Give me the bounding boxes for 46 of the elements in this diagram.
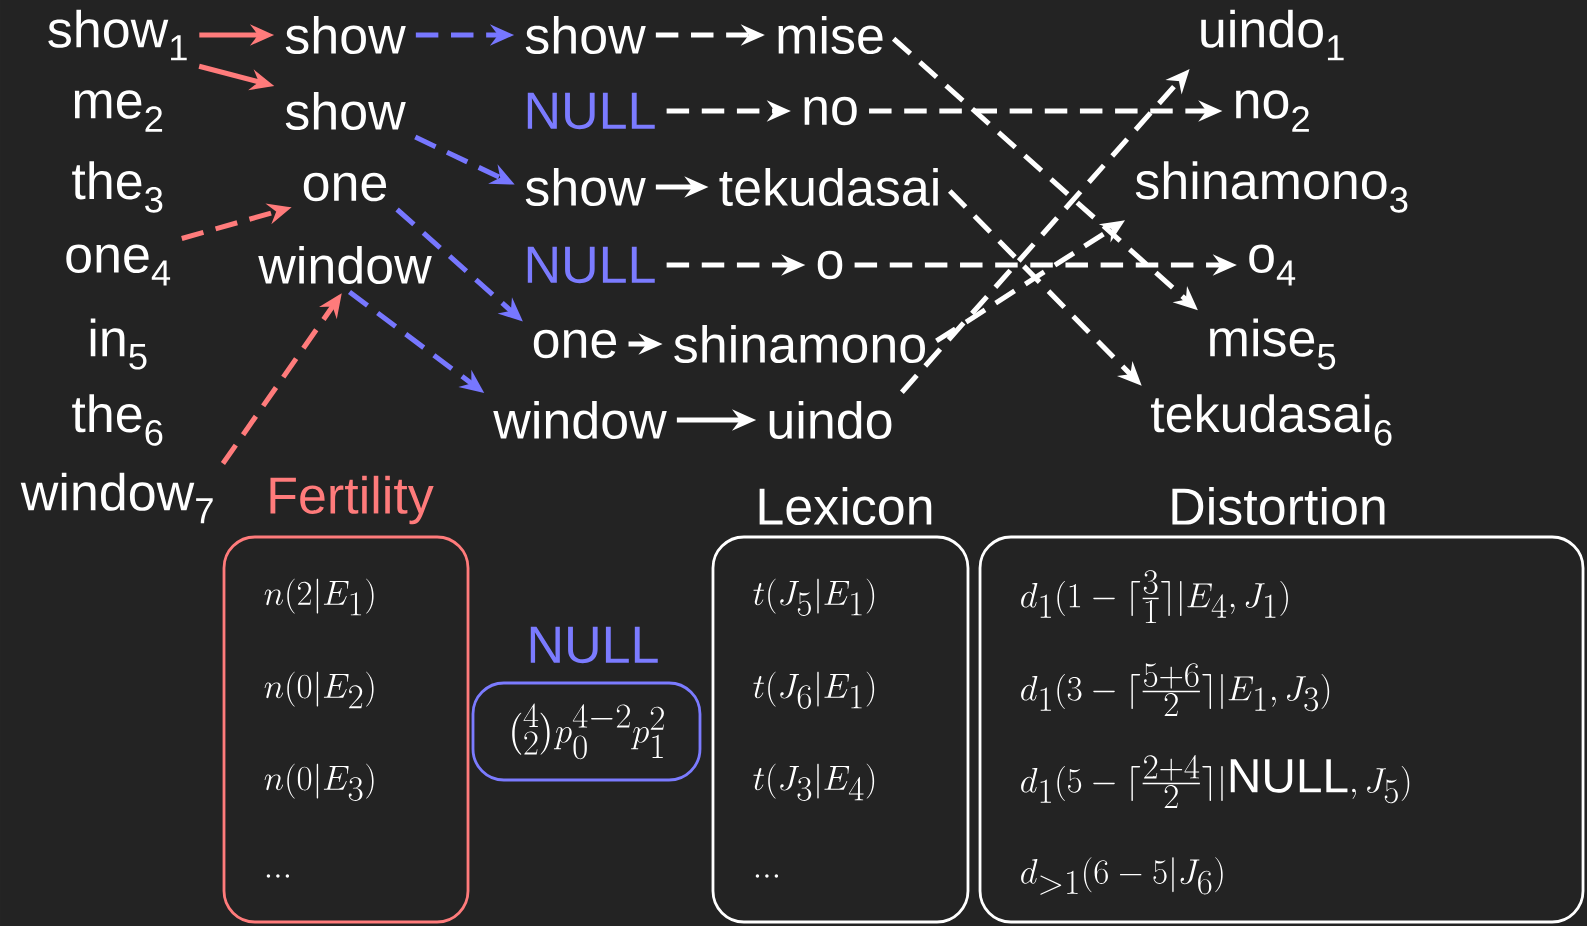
formula: $...$ — [755, 874, 779, 878]
word: the$_{3}$ — [72, 161, 163, 213]
word: o — [817, 250, 843, 280]
word: show — [525, 15, 646, 55]
word: window — [493, 400, 667, 440]
formula: $n(2|E_1)$ — [264, 578, 374, 616]
word: the$_{6}$ — [72, 394, 163, 446]
box-heading: NULL — [530, 626, 658, 664]
word: mise — [778, 15, 883, 55]
word: mise$_{5}$ — [1210, 318, 1336, 370]
word: show — [525, 167, 646, 207]
box-heading: Fertility — [270, 475, 434, 525]
word: tekudasai — [719, 167, 938, 207]
formula: $d_{>1}(6-5|J_6)$ — [1021, 857, 1223, 895]
formula: $d_1(3-\lceil\frac{5+6}{2}\rceil|E_1,J_3)$ — [1021, 663, 1330, 717]
word: show — [285, 91, 406, 131]
word: NULL — [527, 92, 655, 130]
word: no — [804, 96, 857, 126]
word: shinamono — [674, 324, 925, 364]
box-heading: Distortion — [1172, 486, 1385, 526]
word: NULL — [527, 246, 655, 284]
word: uindo — [769, 400, 892, 440]
formula: $t(J_6|E_1)$ — [753, 671, 875, 709]
word: one — [533, 329, 617, 359]
word: window — [258, 245, 432, 285]
formula: $...$ — [266, 874, 290, 878]
formula: $\binom{4}{2}p_0^{4-2}p_1^2$ — [512, 703, 664, 760]
word: show$_{1}$ — [48, 9, 187, 61]
formula: $t(J_5|E_1)$ — [753, 578, 875, 616]
word: one$_{4}$ — [66, 244, 171, 286]
word: tekudasai$_{6}$ — [1151, 394, 1392, 446]
formula: $t(J_3|E_4)$ — [753, 763, 875, 801]
word: one — [303, 172, 387, 202]
word: shinamono$_{3}$ — [1135, 161, 1408, 213]
word: no$_{2}$ — [1236, 90, 1309, 132]
word: in$_{5}$ — [90, 318, 147, 370]
word: window$_{7}$ — [20, 472, 213, 524]
word: uindo$_{1}$ — [1201, 9, 1344, 61]
formula: $n(0|E_3)$ — [264, 763, 374, 801]
box-heading: Lexicon — [759, 486, 932, 526]
formula: $n(0|E_2)$ — [264, 671, 374, 709]
word: o$_{4}$ — [1249, 244, 1296, 286]
formula: $d_1(1-\lceil\frac{3}{1}\rceil|E_4,J_1)$ — [1021, 570, 1288, 624]
formula: $d_1(5-\lceil\frac{2+4}{2}\rceil|\mathrm{NULL},J_5)$ — [1021, 755, 1410, 809]
word: show — [285, 15, 406, 55]
word: me$_{2}$ — [74, 90, 163, 132]
